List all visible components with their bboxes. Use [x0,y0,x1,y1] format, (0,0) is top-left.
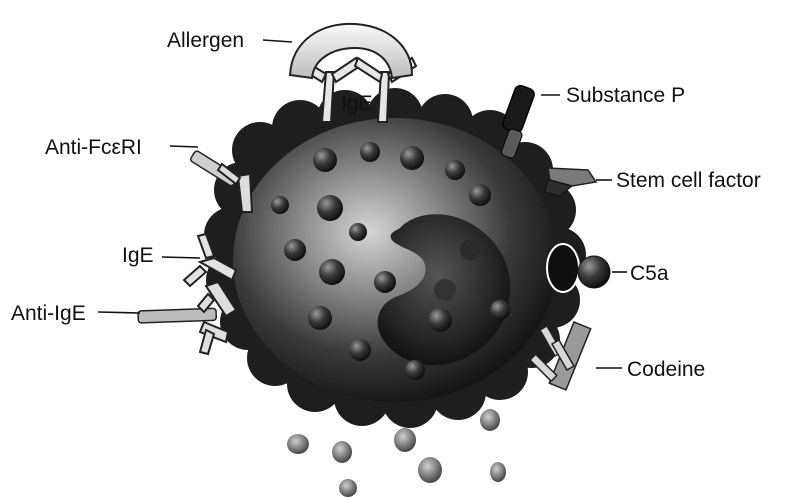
label-codeine: Codeine [627,358,705,381]
label-anti-ige: Anti-IgE [11,302,86,325]
label-ige-left: IgE [122,244,154,267]
released-granule [339,479,357,497]
released-granule [490,462,506,482]
released-granule [332,441,352,463]
label-anti-fceri: Anti-FcεRI [45,136,142,159]
released-granule [418,457,442,483]
label-stem-cell-factor: Stem cell factor [616,169,761,192]
label-ige-top: IgE [341,92,373,115]
stem-cell-factor-molecule [545,168,596,196]
released-granule [394,428,416,452]
label-allergen: Allergen [167,29,244,52]
released-granule [480,409,500,431]
label-c5a: C5a [630,262,669,285]
mast-cell-body [204,88,586,428]
label-substance-p: Substance P [566,84,685,107]
released-granule [287,434,309,454]
